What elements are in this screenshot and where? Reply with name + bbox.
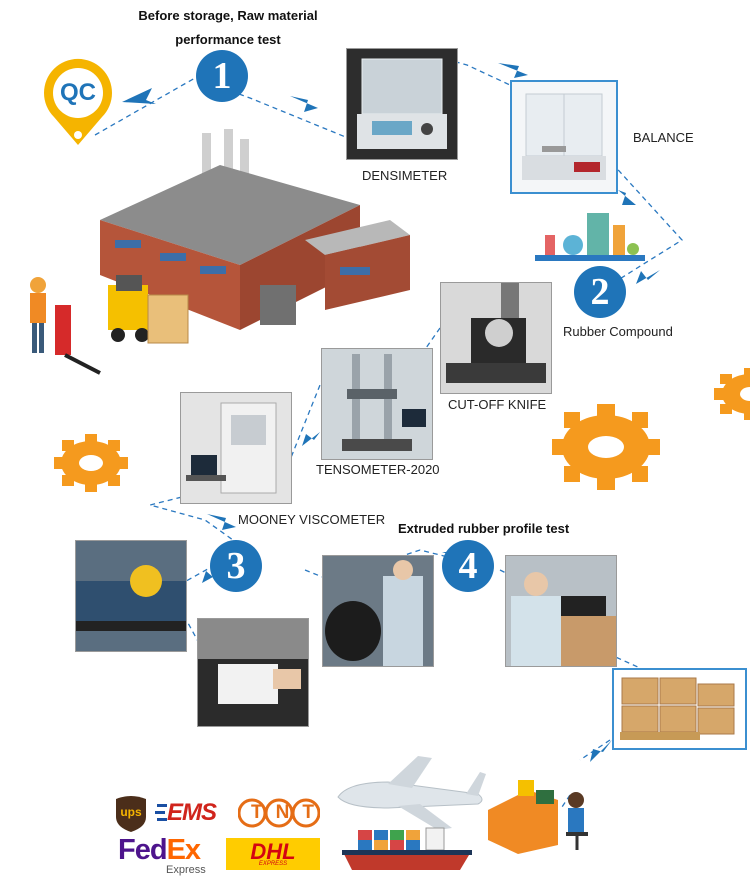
profile-inspection-photo bbox=[197, 618, 309, 727]
tensometer-label: TENSOMETER-2020 bbox=[316, 462, 440, 477]
step4-badge: 4 bbox=[442, 540, 494, 592]
tensometer-photo bbox=[321, 348, 433, 460]
gear-icon bbox=[712, 366, 750, 422]
airplane-illustration bbox=[328, 752, 488, 832]
step3-badge: 3 bbox=[210, 540, 262, 592]
qc-pin-icon: QC bbox=[40, 55, 116, 147]
lab-equipment-illustration bbox=[535, 205, 645, 267]
step2-badge: 2 bbox=[574, 266, 626, 318]
gear-icon bbox=[52, 432, 130, 494]
cutoff-knife-label: CUT-OFF KNIFE bbox=[448, 397, 547, 412]
forklift-worker-illustration bbox=[20, 265, 200, 375]
step4-title: Extruded rubber profile test bbox=[398, 521, 570, 536]
cutoff-knife-photo bbox=[440, 282, 552, 394]
densimeter-label: DENSIMETER bbox=[362, 168, 448, 183]
fedex-ex-text: Ex bbox=[166, 834, 201, 866]
balance-photo bbox=[510, 80, 618, 194]
fedex-wordmark: FedEx bbox=[118, 834, 201, 867]
ems-logo: EMS bbox=[155, 798, 225, 828]
gear-icon bbox=[550, 402, 662, 492]
tnt-logo-text: TNT bbox=[251, 802, 327, 823]
extrusion-machine-photo bbox=[75, 540, 187, 652]
step2-label: Rubber Compound bbox=[563, 324, 673, 339]
balance-label: BALANCE bbox=[633, 130, 694, 145]
ems-logo-text: EMS bbox=[167, 799, 217, 826]
step1-badge: 1 bbox=[196, 50, 248, 102]
ups-logo-text: ups bbox=[120, 805, 142, 819]
dhl-logo-text: DHL bbox=[250, 839, 296, 864]
tnt-logo: TNT bbox=[238, 793, 320, 833]
dhl-sub-text: EXPRESS bbox=[258, 861, 288, 867]
fedex-logo: FedEx Express bbox=[118, 834, 228, 878]
densimeter-photo bbox=[346, 48, 458, 160]
profile-check-photo bbox=[505, 555, 617, 667]
fedex-fed-text: Fed bbox=[118, 834, 168, 866]
mooney-viscometer-photo bbox=[180, 392, 292, 504]
cargo-ship-illustration bbox=[338, 822, 476, 874]
dhl-logo: DHL EXPRESS bbox=[226, 838, 320, 870]
factory-illustration bbox=[90, 125, 410, 345]
step1-title-line2: performance test bbox=[175, 32, 281, 47]
step1-title-line1: Before storage, Raw material bbox=[138, 8, 318, 23]
qc-badge-text: QC bbox=[60, 79, 96, 106]
packed-cartons-photo bbox=[612, 668, 747, 750]
dispatch-operator-illustration bbox=[488, 770, 598, 854]
ups-logo: ups bbox=[114, 795, 148, 833]
fedex-sub-text: Express bbox=[166, 864, 206, 876]
mooney-viscometer-label: MOONEY VISCOMETER bbox=[238, 512, 386, 527]
profile-measure-photo bbox=[322, 555, 434, 667]
